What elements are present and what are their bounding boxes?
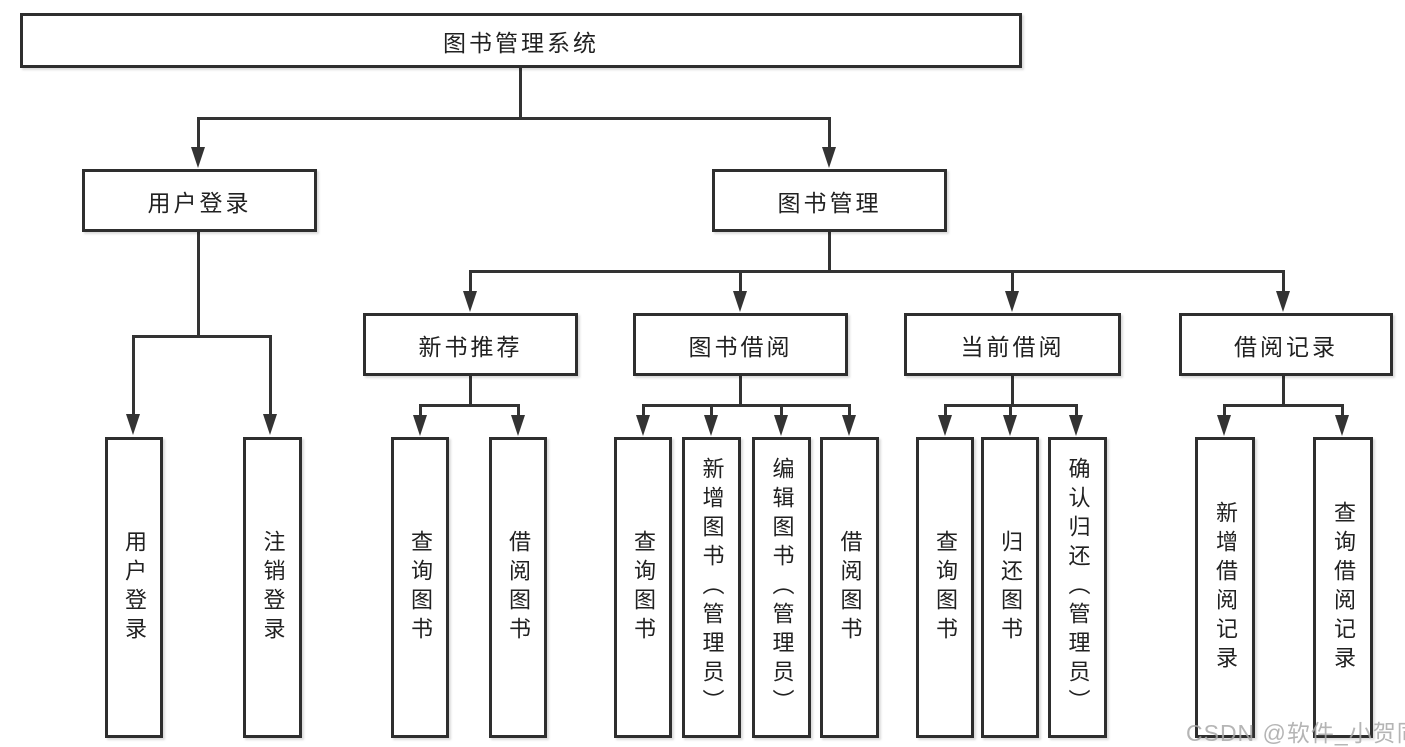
leaf-query-borrow-record: 查询借阅记录 xyxy=(1313,437,1373,738)
connector-drop xyxy=(780,404,783,417)
arrow-down-icon xyxy=(774,415,788,436)
connector-drop-current-borrow xyxy=(1011,270,1014,293)
connector-drop-borrow-records xyxy=(1282,270,1285,293)
arrow-down-icon xyxy=(636,415,650,436)
node-book-borrow: 图书借阅 xyxy=(633,313,848,376)
arrow-down-icon xyxy=(263,414,277,435)
leaf-borrow-books-2: 借阅图书 xyxy=(820,437,879,738)
connector-drop xyxy=(1341,404,1344,417)
leaf-add-borrow-record: 新增借阅记录 xyxy=(1195,437,1255,738)
connector-drop-user-login xyxy=(197,117,200,149)
leaf-add-book-admin: 新增图书（管理员） xyxy=(682,437,741,738)
connector-drop xyxy=(419,404,422,417)
connector-records-stem xyxy=(1282,376,1285,406)
leaf-logout: 注销登录 xyxy=(243,437,302,738)
connector-drop-leaf-logout xyxy=(269,335,272,416)
connector-drop xyxy=(944,404,947,417)
arrow-down-icon xyxy=(1005,291,1019,312)
leaf-query-books-1: 查询图书 xyxy=(391,437,449,738)
leaf-query-books-3-label: 查询图书 xyxy=(933,529,958,646)
arrow-down-icon xyxy=(704,415,718,436)
leaf-user-login: 用户登录 xyxy=(105,437,163,738)
arrow-down-icon xyxy=(1003,415,1017,436)
connector-bookmgmt-stem xyxy=(828,232,831,272)
arrow-down-icon xyxy=(413,415,427,436)
node-user-login: 用户登录 xyxy=(82,169,317,232)
leaf-user-login-label: 用户登录 xyxy=(122,529,147,646)
arrow-down-icon xyxy=(191,147,205,168)
connector-drop xyxy=(848,404,851,417)
connector-bookborrow-stem xyxy=(739,376,742,406)
leaf-query-books-3: 查询图书 xyxy=(916,437,974,738)
arrow-down-icon xyxy=(822,147,836,168)
leaf-edit-book-admin: 编辑图书（管理员） xyxy=(752,437,811,738)
node-new-book-recommend: 新书推荐 xyxy=(363,313,578,376)
arrow-down-icon xyxy=(733,291,747,312)
connector-root-bar xyxy=(197,117,831,120)
node-root-label: 图书管理系统 xyxy=(443,29,599,56)
connector-newbook-stem xyxy=(469,376,472,406)
arrow-down-icon xyxy=(938,415,952,436)
leaf-add-book-admin-label: 新增图书（管理员） xyxy=(699,457,725,718)
arrow-down-icon xyxy=(842,415,856,436)
connector-drop xyxy=(1223,404,1226,417)
arrow-down-icon xyxy=(126,414,140,435)
connector-currentborrow-stem xyxy=(1011,376,1014,406)
connector-drop xyxy=(1009,404,1012,417)
connector-root-stem xyxy=(519,68,522,118)
arrow-down-icon xyxy=(1069,415,1083,436)
leaf-borrow-books-2-label: 借阅图书 xyxy=(837,529,863,646)
leaf-add-borrow-record-label: 新增借阅记录 xyxy=(1213,500,1238,675)
node-book-borrow-label: 图书借阅 xyxy=(688,333,793,360)
connector-drop-book-borrow xyxy=(739,270,742,293)
node-root: 图书管理系统 xyxy=(20,13,1022,68)
leaf-return-books-label: 归还图书 xyxy=(998,529,1023,646)
connector-newbook-bar xyxy=(419,404,519,407)
node-current-borrow-label: 当前借阅 xyxy=(960,333,1065,360)
leaf-confirm-return-admin: 确认归还（管理员） xyxy=(1048,437,1107,738)
connector-drop xyxy=(642,404,645,417)
connector-drop xyxy=(710,404,713,417)
connector-userlogin-bar xyxy=(132,335,272,338)
connector-drop xyxy=(517,404,520,417)
arrow-down-icon xyxy=(511,415,525,436)
connector-bookmgmt-bar xyxy=(469,270,1285,273)
node-borrow-records-label: 借阅记录 xyxy=(1234,333,1338,360)
leaf-query-books-2: 查询图书 xyxy=(614,437,672,738)
leaf-return-books: 归还图书 xyxy=(981,437,1039,738)
arrow-down-icon xyxy=(1217,415,1231,436)
arrow-down-icon xyxy=(1335,415,1349,436)
leaf-query-books-1-label: 查询图书 xyxy=(408,529,433,646)
connector-drop xyxy=(1075,404,1078,417)
leaf-query-books-2-label: 查询图书 xyxy=(631,529,656,646)
node-new-book-recommend-label: 新书推荐 xyxy=(418,333,523,360)
connector-drop-book-mgmt xyxy=(828,117,831,149)
leaf-query-borrow-record-label: 查询借阅记录 xyxy=(1331,500,1356,675)
connector-drop-leaf-login xyxy=(132,335,135,416)
leaf-borrow-books-1-label: 借阅图书 xyxy=(506,529,531,646)
leaf-logout-label: 注销登录 xyxy=(260,529,286,646)
node-user-login-label: 用户登录 xyxy=(147,189,252,216)
arrow-down-icon xyxy=(463,291,477,312)
node-book-management: 图书管理 xyxy=(712,169,947,232)
node-borrow-records: 借阅记录 xyxy=(1179,313,1393,376)
connector-bookborrow-bar xyxy=(642,404,850,407)
connector-records-bar xyxy=(1223,404,1343,407)
leaf-borrow-books-1: 借阅图书 xyxy=(489,437,547,738)
connector-userlogin-stem xyxy=(197,232,200,337)
watermark: CSDN @软件_小贺同学 xyxy=(1186,720,1405,746)
node-book-management-label: 图书管理 xyxy=(777,189,882,216)
connector-drop-new-book xyxy=(469,270,472,293)
node-current-borrow: 当前借阅 xyxy=(904,313,1121,376)
arrow-down-icon xyxy=(1276,291,1290,312)
leaf-confirm-return-admin-label: 确认归还（管理员） xyxy=(1065,457,1091,718)
leaf-edit-book-admin-label: 编辑图书（管理员） xyxy=(769,457,795,718)
